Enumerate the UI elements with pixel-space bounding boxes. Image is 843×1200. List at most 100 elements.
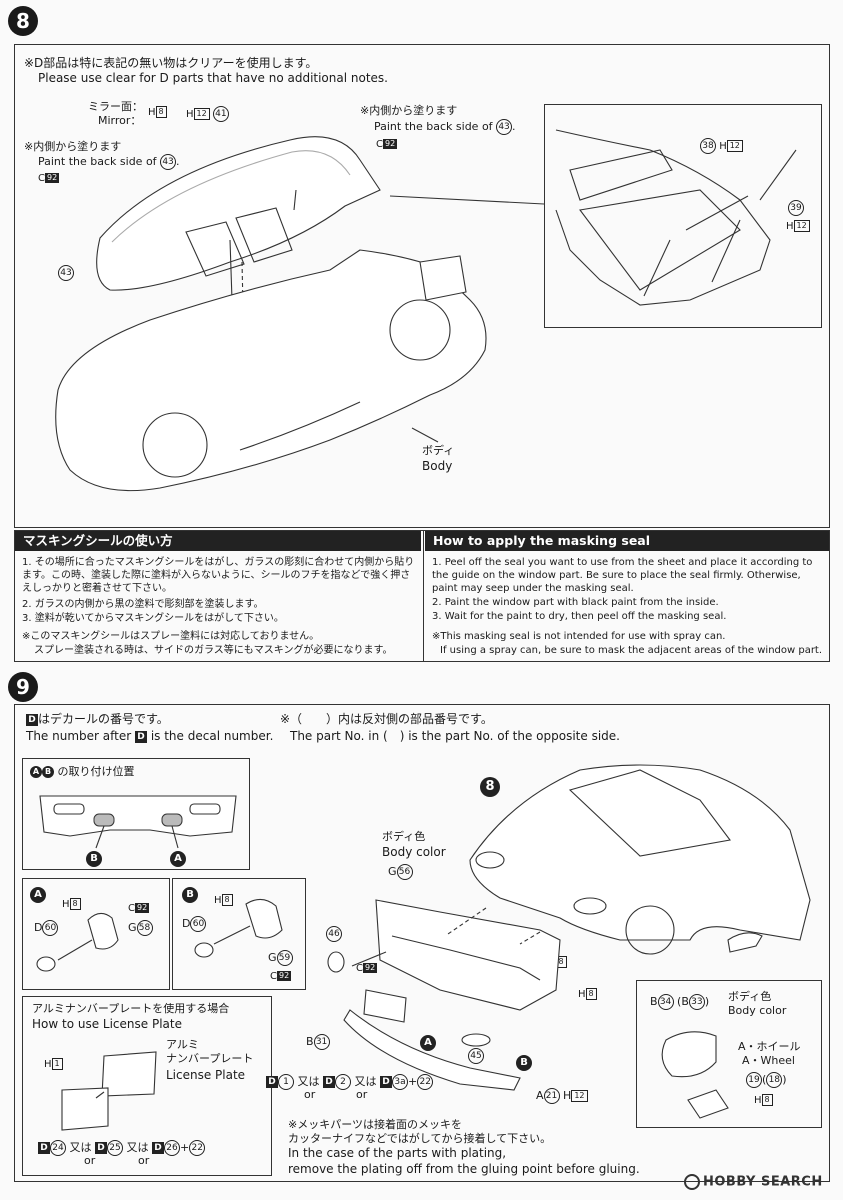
body-label-jp: ボディ: [422, 444, 455, 457]
a-prefix: A: [536, 1089, 544, 1102]
badge-b: B: [182, 886, 198, 903]
masking-seal-panel: [14, 530, 830, 662]
decal-d-icon: D: [38, 1142, 50, 1154]
mirror-label-jp: ミラー面：: [88, 100, 143, 113]
part-41: 41: [212, 106, 229, 122]
masking-jp-note1: ※このマスキングシールはスプレー塗料には対応しておりません。: [22, 631, 320, 642]
plating-note-en1: In the case of the parts with plating,: [288, 1146, 507, 1160]
masking-title-en: How to apply the masking seal: [425, 531, 829, 551]
license-or-en-1: or: [84, 1154, 96, 1167]
decal-26: 26: [164, 1140, 180, 1156]
decal-22: 22: [417, 1074, 434, 1090]
badge-b: B: [42, 766, 54, 778]
lamp-b-box: [172, 878, 306, 990]
paint-h-label: H: [786, 221, 794, 232]
masking-en-note1: ※This masking seal is not intended for u…: [432, 631, 726, 642]
inset-window-drawing: [389, 129, 797, 306]
paint-code-8: 8: [761, 1094, 773, 1106]
paint-back-jp-left: ※内側から塗ります: [24, 140, 122, 153]
paint-h-label: H: [719, 141, 727, 152]
paint-h-label: H: [754, 1095, 762, 1106]
alu-plate-en: License Plate: [166, 1068, 246, 1082]
decal-d-icon: D: [323, 1076, 335, 1088]
decal-note-jp-text: はデカールの番号です。: [38, 712, 169, 726]
masking-jp-note2: スプレー塗装される時は、サイドのガラス等にもマスキングが必要になります。: [34, 645, 393, 656]
bumper-b-marker: B: [516, 1052, 532, 1071]
paint-code-8: 8: [155, 106, 167, 118]
part-46-callout: 46: [326, 926, 342, 942]
part-43: 43: [160, 154, 177, 170]
part-21: 21: [543, 1088, 560, 1104]
wheel-label-en: A・Wheel: [742, 1054, 795, 1067]
paint-code-12: 12: [193, 108, 210, 120]
or-jp: 又は: [297, 1075, 320, 1088]
part-39: 39: [788, 200, 804, 216]
part-18: 18: [766, 1072, 783, 1088]
opposite-note-jp: ※（ ）内は反対側の部品番号です。: [280, 712, 493, 726]
part-43-callout: 43: [58, 262, 74, 281]
paint-back-en-left: Paint the back side of 43.: [38, 154, 180, 170]
masking-jp-step2: 2. ガラスの内側から黒の塗料で彫刻部を塗装します。: [22, 599, 264, 610]
masking-jp-step3: 3. 塗料が乾いてからマスキングシールをはがして下さい。: [22, 613, 284, 624]
paint-h-label: H: [186, 109, 194, 120]
paint-code-12: 12: [726, 140, 743, 152]
part-34: 34: [657, 994, 674, 1010]
part-60: 60: [190, 916, 207, 932]
decal-note-en-b: is the decal number.: [150, 729, 274, 743]
masking-en-step1: 1. Peel off the seal you want to use fro…: [432, 557, 813, 594]
d-prefix: D: [182, 917, 191, 930]
paint-code-1: 1: [51, 1058, 63, 1070]
or-jp: 又は: [354, 1075, 377, 1088]
inset-detail-frame: [544, 104, 822, 328]
license-title-en: How to use License Plate: [32, 1017, 182, 1031]
masking-en-note2: If using a spray can, be sure to mask th…: [440, 645, 823, 656]
decal-d-icon: D: [266, 1076, 278, 1088]
decal-25: 25: [107, 1140, 123, 1156]
decal-2: 2: [335, 1074, 351, 1090]
part-19: 19: [746, 1072, 762, 1088]
step-8-ref: 8: [480, 776, 500, 797]
decal-22: 22: [189, 1140, 206, 1156]
opposite-note-en: The part No. in ( ) is the part No. of t…: [290, 729, 620, 743]
part-39-callout: 39: [788, 200, 804, 216]
body-label-en: Body: [422, 459, 453, 473]
decal-3a: 3a: [392, 1074, 408, 1090]
decal-note-en-a: The number after: [26, 729, 132, 743]
or-jp: 又は: [126, 1141, 149, 1154]
part-45-callout: 45: [468, 1048, 484, 1064]
bodycolor-en: Body color: [382, 845, 446, 859]
part-58: 58: [136, 920, 153, 936]
alu-plate-jp2: ナンバープレート: [166, 1052, 254, 1065]
g-prefix: G: [268, 951, 277, 964]
decal-d-icon: D: [95, 1142, 107, 1154]
clear-note-en: Please use clear for D parts that have n…: [38, 71, 388, 85]
paint-h-label: H: [44, 1059, 52, 1070]
lamp-b-badge: B: [182, 884, 198, 903]
b-prefix: B: [306, 1035, 314, 1048]
masking-divider: [423, 531, 424, 661]
part-46: 46: [326, 926, 342, 942]
decal-24: 24: [50, 1140, 66, 1156]
d-prefix: D: [34, 921, 43, 934]
part-33: 33: [688, 994, 705, 1010]
step-9-frame: [14, 704, 830, 1182]
lamp-a-drawing: [36, 912, 119, 972]
ab-position-text: の取り付け位置: [57, 765, 135, 778]
bodycolor-jp: ボディ色: [382, 830, 426, 843]
badge-a: A: [30, 766, 42, 778]
paint-h-label: H: [62, 899, 70, 910]
paint-c-label: C: [38, 173, 45, 184]
lamp-b-drawing: [194, 898, 283, 958]
